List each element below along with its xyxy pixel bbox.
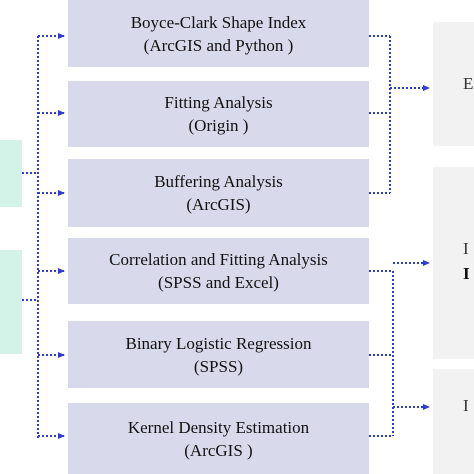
method-name: Kernel Density Estimation [127, 417, 310, 437]
method-name: Correlation and Fitting Analysis [109, 250, 328, 269]
input-box-2 [0, 250, 22, 354]
method-name: Fitting Analysis [164, 93, 273, 112]
output-line: I [463, 239, 469, 258]
method-tool: (SPSS and Excel) [158, 273, 279, 292]
method-name: Buffering Analysis [154, 172, 283, 191]
output-line: E [463, 74, 474, 93]
method-tool: (SPSS) [193, 356, 244, 376]
method-box-boyce-clark: Boyce-Clark Shape Index (ArcGIS and Pyth… [68, 0, 369, 67]
method-name: Binary Logistic Regression [125, 333, 312, 353]
input-box-1 [0, 140, 22, 207]
output-line: I [463, 396, 469, 415]
output-box-1: E [433, 22, 474, 146]
output-box-3: I [433, 369, 474, 474]
method-box-fitting-analysis: Fitting Analysis (Origin ) [68, 81, 369, 147]
output-box-2: I I [433, 167, 474, 359]
method-box-binary-logistic: Binary Logistic Regression (SPSS) [68, 321, 369, 388]
method-tool: (ArcGIS and Python ) [143, 35, 294, 55]
method-tool: (Origin ) [188, 116, 249, 135]
method-tool: (ArcGIS ) [184, 440, 253, 460]
method-box-buffering-analysis: Buffering Analysis (ArcGIS) [68, 159, 369, 227]
method-box-kernel-density: Kernel Density Estimation (ArcGIS ) [68, 403, 369, 474]
method-name: Boyce-Clark Shape Index [130, 12, 307, 32]
method-tool: (ArcGIS) [186, 195, 251, 214]
method-box-correlation-fitting: Correlation and Fitting Analysis (SPSS a… [68, 238, 369, 304]
output-line-bold: I [463, 264, 470, 283]
